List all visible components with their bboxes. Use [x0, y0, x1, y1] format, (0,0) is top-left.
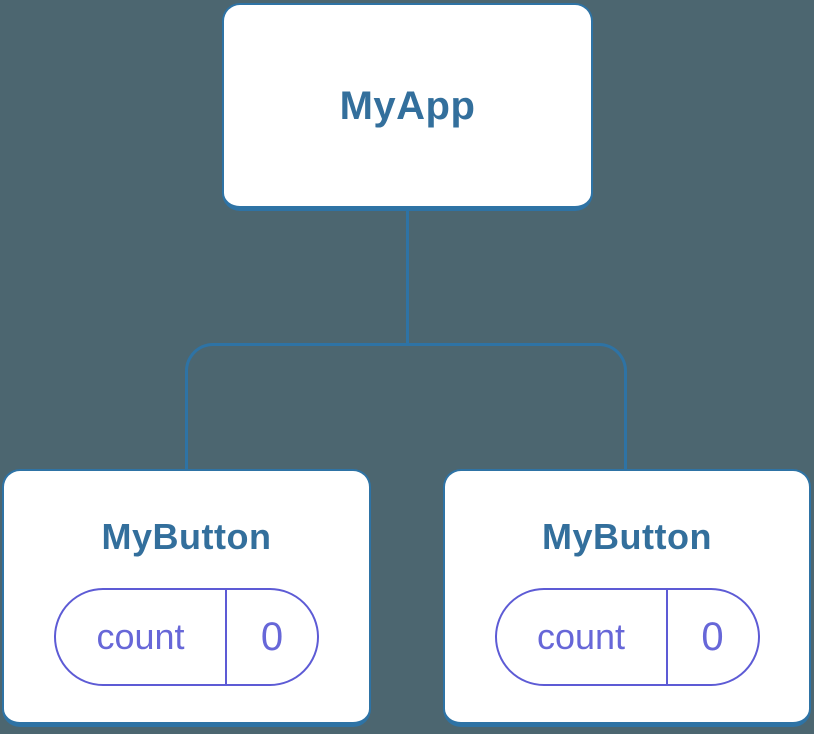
root-component-card: MyApp: [222, 3, 593, 211]
state-pill-2: count 0: [494, 588, 760, 687]
state-name-1: count: [96, 616, 185, 658]
state-name-2: count: [536, 616, 626, 658]
child-component-label-2: MyButton: [542, 516, 712, 557]
state-pill-divider-1: [225, 590, 227, 685]
root-connector-line: [406, 211, 409, 346]
state-value-1: 0: [260, 614, 284, 659]
root-component-label: MyApp: [339, 83, 476, 128]
child-component-card-2: MyButton count 0: [443, 469, 811, 727]
child-component-label-1: MyButton: [101, 516, 272, 557]
branch-connector: [185, 343, 627, 469]
state-pill-divider-2: [665, 590, 668, 685]
state-pill-1: count 0: [54, 588, 319, 687]
state-value-2: 0: [701, 614, 724, 659]
child-component-card-1: MyButton count 0: [2, 469, 371, 727]
